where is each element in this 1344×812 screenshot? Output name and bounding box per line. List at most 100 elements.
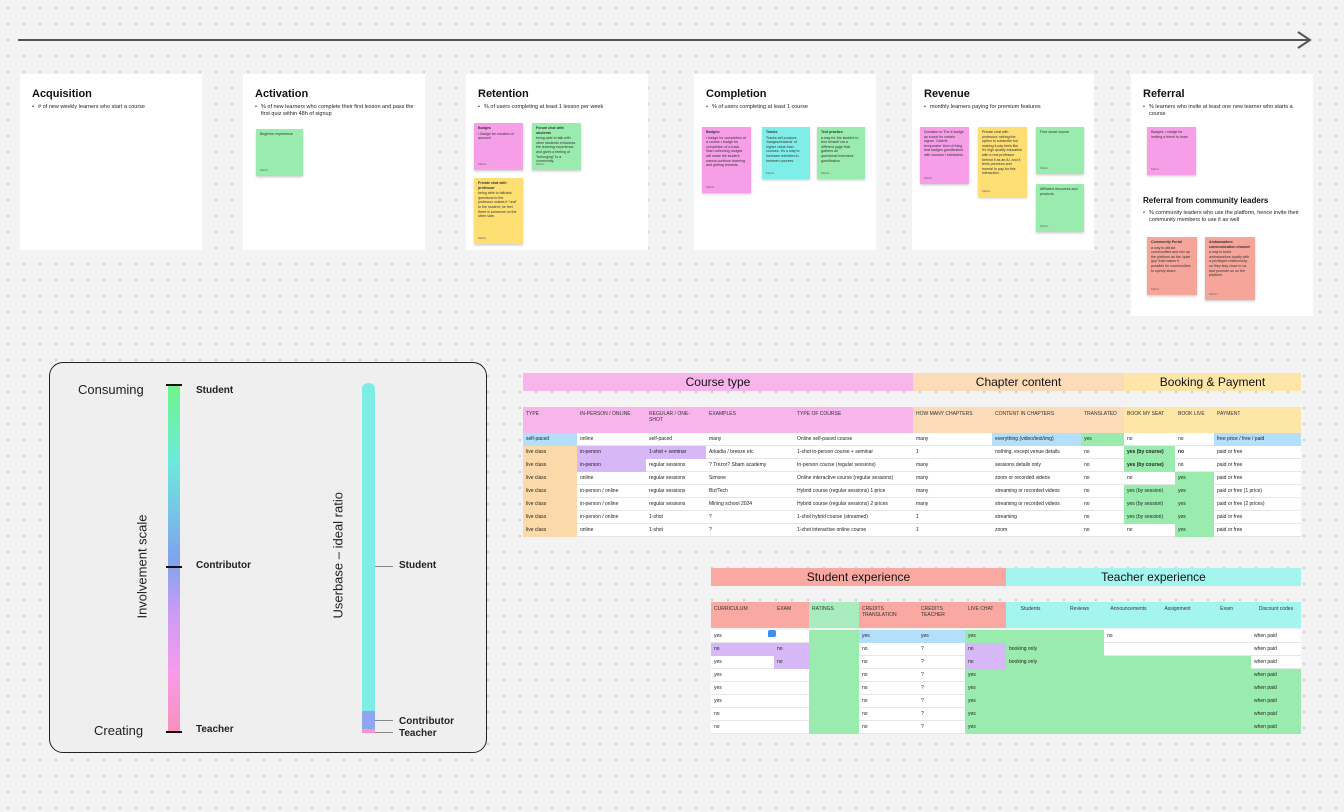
funnel-card-retention[interactable]: Retention % of users completing at least… <box>466 74 648 250</box>
table-cell[interactable]: no <box>1084 475 1090 481</box>
table-cell[interactable] <box>1055 708 1104 721</box>
table-cell[interactable] <box>1006 669 1055 682</box>
table-cell[interactable]: Biz/Tech <box>709 488 728 494</box>
table-cell[interactable]: Online self-paced course <box>797 436 853 442</box>
column-header[interactable]: CREDITS TRANSLATION <box>859 602 918 628</box>
table-cell[interactable]: no <box>1084 462 1090 468</box>
table-cell[interactable]: in-person <box>577 459 646 472</box>
table-cell[interactable] <box>809 630 859 643</box>
table-cell[interactable]: ? <box>921 672 924 678</box>
column-header[interactable]: EXAM <box>774 602 809 628</box>
table-cell[interactable]: yes <box>859 630 918 643</box>
table-cell[interactable]: no <box>862 672 868 678</box>
table-cell[interactable] <box>1202 708 1251 721</box>
table-cell[interactable]: online <box>580 436 594 442</box>
table-cell[interactable]: yes <box>1175 511 1214 524</box>
table-cell[interactable]: Hybrid course (regular sessions) 2 price… <box>797 501 888 507</box>
table-cell[interactable]: yes <box>965 695 1006 708</box>
table-cell[interactable] <box>774 695 809 708</box>
table-cell[interactable]: no <box>711 643 774 656</box>
table-cell[interactable] <box>1153 643 1202 656</box>
table-cell[interactable]: no <box>1127 475 1133 481</box>
table-cell[interactable]: live class <box>523 446 577 459</box>
table-cell[interactable] <box>1104 695 1153 708</box>
column-header[interactable]: BOOK MY SEAT <box>1124 407 1175 433</box>
column-header[interactable]: TYPE OF COURSE <box>794 407 913 433</box>
column-header[interactable]: TRANSLATED <box>1081 407 1124 433</box>
table-cell[interactable]: no <box>862 724 868 730</box>
column-header[interactable]: CONTENT IN CHAPTERS <box>992 407 1081 433</box>
table-cell[interactable]: yes <box>965 630 1006 643</box>
table-cell[interactable]: nothing, except venue details <box>995 449 1060 455</box>
sticky-note[interactable]: Donation to The #-badge as social for ce… <box>920 127 969 184</box>
column-header[interactable]: Reviews <box>1055 602 1104 628</box>
table-cell[interactable]: zoom or recorded videos <box>995 475 1051 481</box>
table-cell[interactable] <box>1202 721 1251 734</box>
table-cell[interactable] <box>1006 708 1055 721</box>
table-cell[interactable]: yes <box>714 685 722 691</box>
table-cell[interactable]: no <box>862 659 868 665</box>
table-cell[interactable]: online <box>580 475 594 481</box>
table-cell[interactable]: streaming or recorded videos <box>995 488 1060 494</box>
funnel-card-acquisition[interactable]: Acquisition # of new weekly learners who… <box>20 74 202 250</box>
column-header[interactable]: EXAMPLES <box>706 407 794 433</box>
table-cell[interactable] <box>1202 630 1251 643</box>
table-cell[interactable]: yes (by course) <box>1124 446 1175 459</box>
table-cell[interactable]: paid or free (2 prices) <box>1217 501 1265 507</box>
table-cell[interactable]: no <box>1107 633 1113 639</box>
table-cell[interactable]: yes <box>714 633 722 639</box>
table-cell[interactable]: in-person <box>577 446 646 459</box>
table-cell[interactable]: many <box>916 475 929 481</box>
table-cell[interactable] <box>1153 721 1202 734</box>
column-header[interactable]: IN-PERSON / ONLINE <box>577 407 646 433</box>
table-cell[interactable]: when paid <box>1254 646 1277 652</box>
funnel-card-referral[interactable]: Referral % learners who invite at least … <box>1131 74 1313 316</box>
table-cell[interactable]: when paid <box>1254 659 1277 665</box>
table-cell[interactable]: yes <box>965 721 1006 734</box>
sticky-note[interactable]: Forum chat with students being able to t… <box>532 123 581 170</box>
table-cell[interactable] <box>809 643 859 656</box>
table-cell[interactable]: no <box>774 643 809 656</box>
table-cell[interactable] <box>1153 630 1202 643</box>
table-cell[interactable]: live class <box>523 485 577 498</box>
table-cell[interactable]: yes <box>1175 472 1214 485</box>
table-cell[interactable]: 1-shot <box>649 514 663 520</box>
table-cell[interactable] <box>1153 669 1202 682</box>
table-cell[interactable]: many <box>916 436 929 442</box>
funnel-card-activation[interactable]: Activation % of new learners who complet… <box>243 74 425 250</box>
table-cell[interactable]: live class <box>523 459 577 472</box>
table-cell[interactable] <box>1153 708 1202 721</box>
table-cell[interactable] <box>1006 695 1055 708</box>
table-cell[interactable]: Hybrid course (regular sessions) 1 price <box>797 488 886 494</box>
table-cell[interactable]: no <box>1084 488 1090 494</box>
table-cell[interactable]: 1-shot interactive online course <box>797 527 867 533</box>
table-cell[interactable]: no <box>1084 501 1090 507</box>
table-cell[interactable]: yes <box>965 708 1006 721</box>
table-cell[interactable] <box>809 669 859 682</box>
table-cell[interactable]: online <box>580 527 594 533</box>
table-cell[interactable]: live class <box>523 498 577 511</box>
table-cell[interactable]: yes <box>965 669 1006 682</box>
table-cell[interactable] <box>1006 682 1055 695</box>
table-cell[interactable] <box>1202 643 1251 656</box>
table-cell[interactable] <box>1202 669 1251 682</box>
table-cell[interactable] <box>1055 669 1104 682</box>
table-cell[interactable]: no <box>862 685 868 691</box>
table-cell[interactable]: 1 <box>916 449 919 455</box>
table-cell[interactable]: self-paced <box>649 436 673 442</box>
table-cell[interactable]: self-paced <box>523 433 577 446</box>
table-cell[interactable]: paid or free <box>1217 475 1243 481</box>
table-cell[interactable]: no <box>1084 527 1090 533</box>
column-header[interactable]: PAYMENT <box>1214 407 1301 433</box>
table-cell[interactable] <box>809 721 859 734</box>
